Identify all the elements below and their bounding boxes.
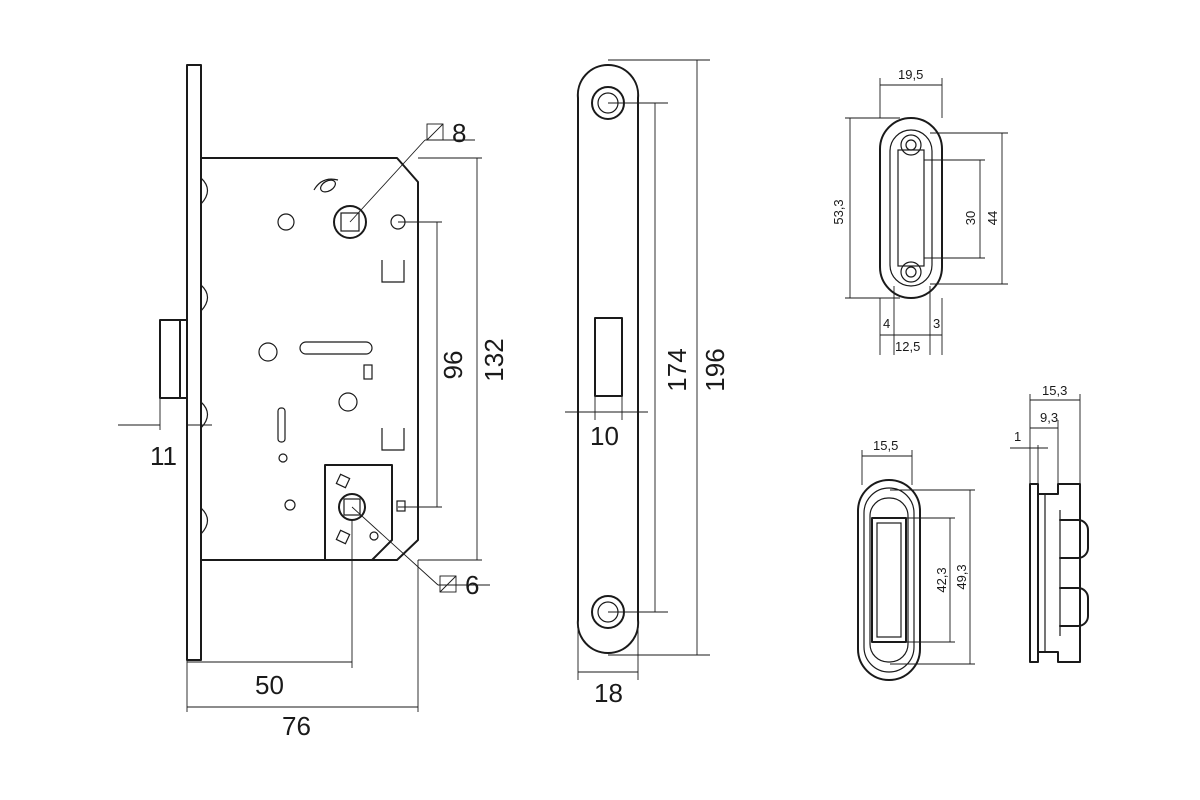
dim-s3-9-3: 9,3 — [1040, 410, 1058, 425]
dim-strike-174: 174 — [662, 348, 692, 391]
strike-plate-outline — [576, 63, 640, 655]
dim-backset-50: 50 — [255, 670, 284, 700]
dim-s3-1: 1 — [1014, 429, 1021, 444]
lock-case — [200, 157, 419, 561]
small-strike-top-outline — [879, 117, 943, 299]
strike-dimension-lines — [565, 59, 710, 680]
small-strike-bottom-dimensions — [861, 450, 975, 665]
latch-bolt — [159, 319, 188, 399]
strike-side-view — [1029, 483, 1089, 663]
dim-strike-196: 196 — [700, 348, 730, 391]
dim-s2-42-3: 42,3 — [934, 567, 949, 592]
dim-s1-19-5: 19,5 — [898, 67, 923, 82]
dim-s1-3: 3 — [933, 316, 940, 331]
dim-s2-15-5: 15,5 — [873, 438, 898, 453]
dim-s1-4: 4 — [883, 316, 890, 331]
strike-plate — [576, 63, 640, 655]
dim-s1-12-5: 12,5 — [895, 339, 920, 354]
dim-s3-15-3: 15,3 — [1042, 383, 1067, 398]
dim-s1-30: 30 — [963, 211, 978, 225]
side-view-dimensions — [1010, 394, 1081, 484]
lock-faceplate — [186, 64, 202, 661]
mortise-dimension-lines — [118, 123, 490, 712]
follower-upper — [277, 178, 406, 239]
dim-strike-18: 18 — [594, 678, 623, 708]
dim-strike-10: 10 — [590, 421, 619, 451]
lock-internal-parts — [258, 260, 405, 511]
small-strike-bottom — [857, 479, 921, 681]
faceplate-bumps — [200, 177, 209, 535]
dim-latch-11: 11 — [150, 441, 177, 471]
dim-square-8: 8 — [452, 118, 466, 148]
small-strike-top — [879, 117, 943, 299]
dim-s2-49-3: 49,3 — [954, 564, 969, 589]
strike-latch-opening — [594, 317, 623, 397]
dim-s1-44: 44 — [985, 211, 1000, 225]
dim-height-132: 132 — [479, 338, 509, 381]
dim-square-6: 6 — [465, 570, 479, 600]
small-strike-top-dimensions — [845, 78, 1008, 355]
dimension-labels: 8 6 50 76 11 96 132 10 174 196 18 19,5 5… — [150, 67, 1067, 741]
dim-s1-53-3: 53,3 — [831, 199, 846, 224]
mortise-lock-body — [159, 64, 419, 661]
small-strike-bottom-outline — [857, 479, 921, 681]
dim-spacing-96: 96 — [438, 351, 468, 380]
dim-width-76: 76 — [282, 711, 311, 741]
follower-lower — [324, 464, 406, 561]
side-view-plate — [1029, 483, 1039, 663]
